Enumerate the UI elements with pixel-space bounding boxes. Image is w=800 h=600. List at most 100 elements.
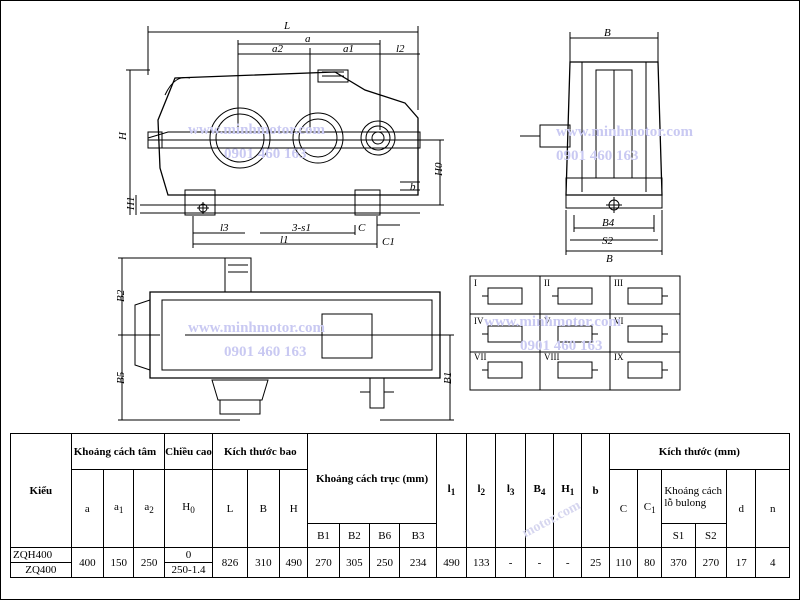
col-B3: B3 — [399, 523, 437, 548]
label-B5: B5 — [115, 371, 127, 384]
col-H1: H1 — [553, 433, 583, 548]
cell-b: 25 — [581, 547, 610, 578]
col-B6: B6 — [369, 523, 401, 548]
col-H0: H0 — [163, 469, 214, 548]
watermarks: www.minhmotor.com 0901 460 163 www.minhm… — [188, 122, 693, 360]
mount-label-4: IV — [474, 316, 484, 326]
mounting-grid — [469, 275, 681, 391]
col-H: H — [279, 469, 309, 548]
mount-label-2: II — [544, 278, 550, 288]
label-H: H — [117, 131, 129, 141]
cell-S2: 270 — [694, 547, 728, 578]
center-distance-header: Khoảng cách tâm — [70, 433, 165, 470]
watermark-phone-2: 0901 460 163 — [556, 148, 639, 164]
label-C: C — [358, 222, 366, 234]
mount-label-3: III — [614, 278, 623, 288]
mount-label-1: I — [474, 278, 477, 288]
col-C: C — [608, 469, 639, 548]
watermark-site-3: www.minhmotor.com — [188, 320, 325, 336]
col-l1: l1 — [435, 433, 468, 548]
col-S2: S2 — [694, 523, 728, 548]
model-header: Kiểu — [10, 433, 72, 548]
cell-S1: 370 — [661, 547, 696, 578]
spec-table: Kiểu Khoảng cách tâm Chiều cao Kích thướ… — [10, 433, 791, 578]
label-B2: B2 — [115, 289, 127, 302]
label-B-top: B — [604, 27, 611, 39]
front-view — [126, 26, 444, 248]
cell-a: 400 — [70, 547, 105, 578]
overall-header: Kích thước bao — [212, 433, 309, 470]
col-B: B — [246, 469, 281, 548]
shaft-distance-header: Khoảng cách trục (mm) — [307, 433, 437, 524]
cell-B1: 270 — [307, 547, 340, 578]
label-B-bottom: B — [606, 253, 613, 265]
label-3-s1: 3-s1 — [291, 222, 311, 234]
label-S2: S2 — [602, 235, 614, 247]
label-l1: l1 — [280, 234, 289, 246]
cell-C: 110 — [608, 547, 639, 578]
watermark-phone-3: 0901 460 163 — [224, 344, 307, 360]
label-l3: l3 — [220, 222, 229, 234]
mount-label-9: IX — [614, 352, 624, 362]
height-header: Chiều cao — [163, 433, 214, 470]
label-H1: H1 — [125, 197, 137, 211]
bolt-distance-header: Khoảng cách lỗ bulong — [661, 469, 728, 524]
label-B4: B4 — [602, 217, 615, 229]
col-l3: l3 — [495, 433, 526, 548]
label-C1: C1 — [382, 236, 395, 248]
cell-a1: 150 — [103, 547, 135, 578]
cell-B2: 305 — [338, 547, 371, 578]
watermark-site-2: www.minhmotor.com — [556, 124, 693, 140]
label-a2: a2 — [272, 43, 284, 55]
col-L: L — [212, 469, 248, 548]
watermark-site-4: www.minhmotor.com — [484, 314, 621, 330]
side-view — [520, 32, 663, 255]
col-B2: B2 — [338, 523, 371, 548]
cell-H0-bottom: 250-1.4 — [163, 562, 214, 578]
watermark-phone-4: 0901 460 163 — [520, 338, 603, 354]
cell-l3: - — [495, 547, 526, 578]
cell-B4: - — [524, 547, 555, 578]
col-a1: a1 — [103, 469, 135, 548]
cell-l2: 133 — [466, 547, 497, 578]
col-a: a — [70, 469, 105, 548]
label-B1: B1 — [442, 372, 454, 384]
label-b: b — [410, 181, 416, 193]
label-a1: a1 — [343, 43, 354, 55]
col-d: d — [726, 469, 757, 548]
dimension-labels: L a a2 a1 l2 H H1 H0 b l3 3-s1 C l1 C1 B… — [115, 20, 615, 384]
mount-label-5: V — [544, 316, 551, 326]
mount-label-8: VIII — [544, 352, 560, 362]
col-B4: B4 — [524, 433, 555, 548]
label-l2: l2 — [396, 43, 405, 55]
col-l2: l2 — [466, 433, 497, 548]
cell-B6: 250 — [369, 547, 401, 578]
mount-label-7: VII — [474, 352, 487, 362]
col-C1: C1 — [637, 469, 663, 548]
top-view — [118, 257, 454, 421]
mount-label-6: VI — [614, 316, 624, 326]
col-n: n — [755, 469, 790, 548]
cell-L: 826 — [212, 547, 248, 578]
model-zqh400: ZQH400 — [10, 547, 72, 563]
col-b: b — [581, 433, 610, 548]
cell-H0-top: 0 — [163, 547, 214, 563]
label-H0: H0 — [433, 162, 445, 177]
cell-C1: 80 — [637, 547, 663, 578]
cell-B: 310 — [246, 547, 281, 578]
watermark-site-1: www.minhmotor.com — [188, 122, 325, 138]
cell-a2: 250 — [133, 547, 165, 578]
col-S1: S1 — [661, 523, 696, 548]
cell-n: 4 — [755, 547, 790, 578]
model-zq400: ZQ400 — [10, 562, 72, 578]
size-header: Kích thước (mm) — [608, 433, 791, 470]
col-a2: a2 — [133, 469, 165, 548]
col-B1: B1 — [307, 523, 340, 548]
cell-H: 490 — [279, 547, 309, 578]
label-L: L — [283, 20, 290, 32]
watermark-phone-1: 0901 460 163 — [224, 146, 307, 162]
cell-H1: - — [553, 547, 583, 578]
cell-B3: 234 — [399, 547, 437, 578]
label-a: a — [305, 33, 311, 45]
